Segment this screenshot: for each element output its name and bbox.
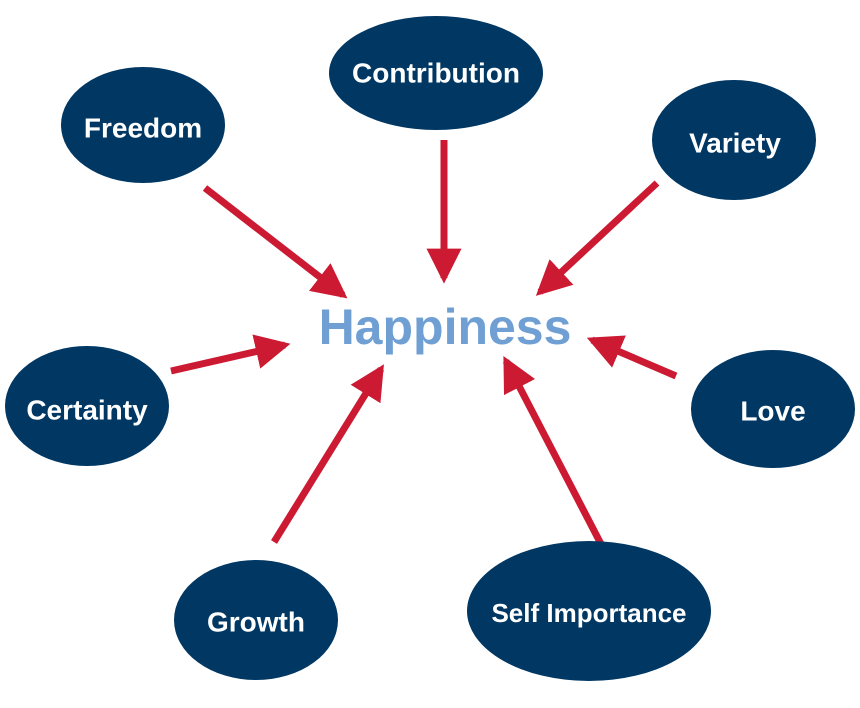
arrow-variety-to-happiness: [535, 180, 660, 296]
node-variety: Variety: [652, 80, 816, 200]
node-growth: Growth: [174, 560, 338, 680]
center-label-happiness: Happiness: [319, 299, 572, 355]
arrow-love-to-happiness: [586, 335, 678, 380]
node-self-importance-label: Self Importance: [491, 598, 686, 628]
node-certainty: Certainty: [5, 346, 169, 466]
node-variety-label: Variety: [689, 128, 781, 159]
node-freedom-shape: [61, 67, 225, 183]
node-love-label: Love: [740, 396, 805, 427]
node-freedom-label: Freedom: [84, 113, 202, 144]
node-variety-shape: [652, 80, 816, 200]
node-self-importance-shape: [467, 541, 711, 681]
node-love: Love: [691, 350, 855, 468]
node-love-shape: [691, 350, 855, 468]
arrow-growth-to-happiness: [271, 364, 384, 544]
node-contribution-shape: [329, 16, 543, 130]
arrow-freedom-to-happiness: [202, 185, 348, 299]
node-freedom: Freedom: [61, 67, 225, 183]
node-certainty-shape: [5, 346, 169, 466]
node-growth-shape: [174, 560, 338, 680]
arrow-certainty-to-happiness: [170, 334, 291, 375]
node-certainty-label: Certainty: [26, 395, 148, 426]
arrow-self-importance-to-happiness: [502, 356, 605, 546]
node-growth-label: Growth: [207, 607, 305, 638]
node-self-importance: Self Importance: [467, 541, 711, 681]
node-contribution-label: Contribution: [352, 58, 520, 89]
arrows-group: [170, 140, 678, 546]
node-contribution: Contribution: [329, 16, 543, 130]
